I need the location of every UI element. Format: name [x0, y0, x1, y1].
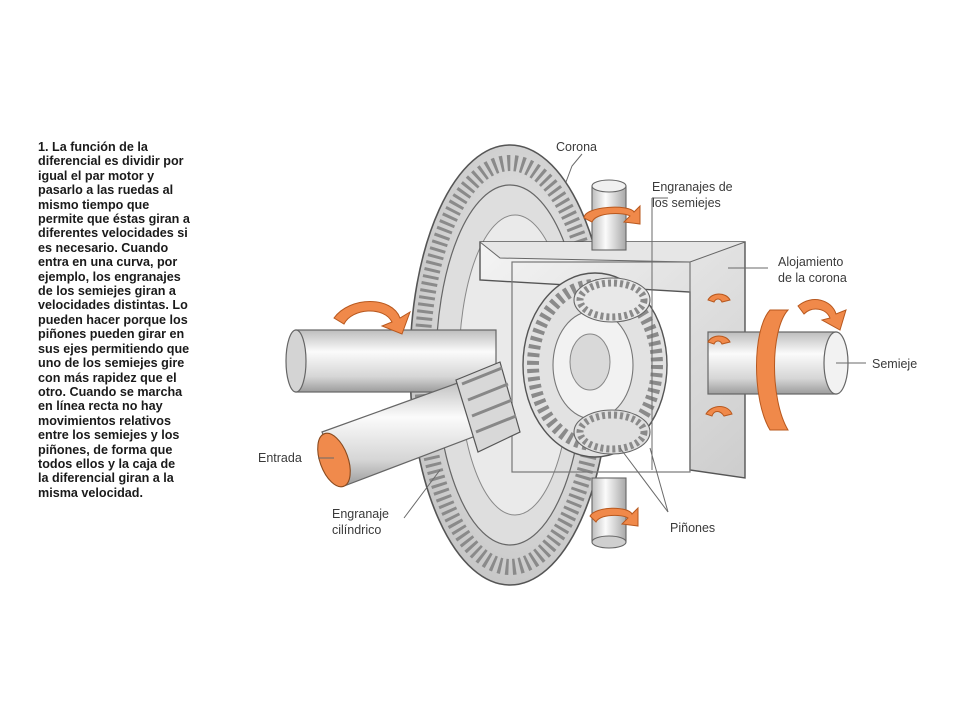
- caption-line: la diferencial giran a la: [38, 471, 174, 486]
- label-engranaje-line1: Engranaje: [332, 507, 389, 521]
- caption-line: piñones pueden girar en: [38, 327, 185, 342]
- pinion-gear-top: [573, 277, 651, 323]
- housing-arrow-mid: [707, 335, 731, 345]
- caption-line: con más rapidez que el: [38, 370, 177, 385]
- caption-line: velocidades distintas. Lo: [38, 298, 188, 313]
- housing-arrow-upper: [707, 293, 731, 303]
- label-alojamiento-line1: Alojamiento: [778, 255, 843, 269]
- bottom-shaft-rotation-arrow: [589, 506, 639, 527]
- label-corona: Corona: [556, 140, 597, 154]
- diagram-labels: Corona Engranajes de los semiejes Alojam…: [258, 140, 917, 537]
- caption-line: de los semiejes giran a: [38, 284, 176, 299]
- left-rotation-arrow: [333, 301, 411, 335]
- label-pinones: Piñones: [670, 521, 715, 535]
- caption-line: es necesario. Cuando: [38, 240, 169, 255]
- housing-arrow-lower: [705, 406, 733, 417]
- caption-line: diferencial es dividir por: [38, 154, 184, 169]
- caption-line: otro. Cuando se marcha: [38, 384, 183, 399]
- caption-line: uno de los semiejes gire: [38, 356, 185, 371]
- caption-line: ejemplo, los engranajes: [38, 269, 181, 284]
- rotation-arrows: [333, 204, 847, 527]
- caption-line: permite que éstas giran a: [38, 212, 190, 227]
- caption-line: igual el par motor y: [38, 168, 155, 183]
- caption-line: 1. La función de la: [38, 140, 148, 154]
- label-engranaje-line2: cilíndrico: [332, 523, 381, 537]
- pinion-gear-bottom: [573, 409, 651, 455]
- ring-gear-housing: [479, 241, 746, 479]
- caption-line: todos ellos y la caja de: [38, 456, 176, 471]
- label-entrada: Entrada: [258, 451, 302, 465]
- right-rotation-arrow: [797, 299, 847, 331]
- caption-line: pasarlo a las ruedas al: [38, 183, 174, 198]
- description-text: 1. La función de la diferencial es divid…: [38, 140, 250, 500]
- caption-line: sus ejes permitiendo que: [38, 341, 190, 356]
- caption-line: entre los semiejes y los: [38, 428, 180, 443]
- label-semieje: Semieje: [872, 357, 917, 371]
- label-alojamiento-line2: de la corona: [778, 271, 847, 285]
- label-engranajes-line2: los semiejes: [652, 196, 721, 210]
- caption-line: movimientos relativos: [38, 413, 171, 428]
- caption-line: misma velocidad.: [38, 485, 143, 500]
- spur-gear: [455, 361, 521, 453]
- caption-line: mismo tiempo que: [38, 197, 150, 212]
- label-engranajes-line1: Engranajes de: [652, 180, 733, 194]
- caption-line: en línea recta no hay: [38, 399, 163, 414]
- caption-line: piñones, de forma que: [38, 442, 173, 457]
- right-rotation-band: [756, 309, 790, 431]
- caption-line: pueden hacer porque los: [38, 312, 188, 327]
- side-gear: [522, 272, 668, 458]
- top-shaft-rotation-arrow: [583, 204, 641, 225]
- caption-line: diferentes velocidades si: [38, 226, 188, 241]
- leader-lines: [318, 153, 866, 519]
- caption-line: entra en una curva, por: [38, 255, 178, 270]
